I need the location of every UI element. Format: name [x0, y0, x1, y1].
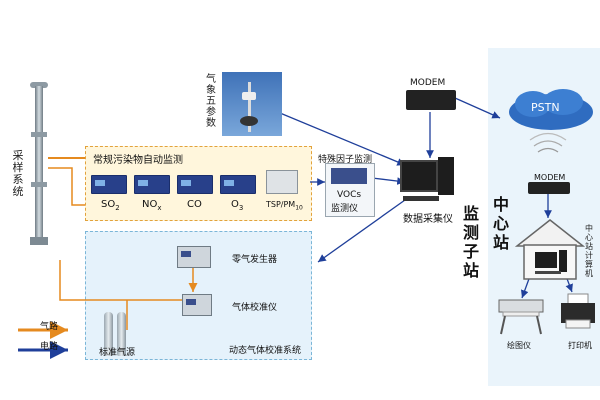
gas-cylinder-2: [117, 312, 126, 356]
tsp-analyzer: [266, 170, 298, 194]
monitor-substation-label: 监测子站: [462, 204, 479, 280]
elec-vocs: [371, 177, 406, 185]
pstn-cloud-icon: [509, 89, 593, 130]
elec-modem-pstn: [454, 97, 501, 119]
elec-weather: [279, 112, 406, 166]
pollutant-label-so2: SO2: [101, 199, 120, 212]
dynamic-system-label: 动态气体校准系统: [229, 346, 302, 356]
sampling-system-label: 采样系统: [12, 149, 24, 198]
center-station-house-icon: [515, 219, 585, 280]
data-collector-monitor: [400, 160, 438, 192]
gas-calibrator: [182, 294, 212, 316]
modem-right-device: [528, 182, 570, 194]
nox-analyzer: [134, 175, 170, 194]
zero-gas-generator: [177, 246, 211, 268]
data-collector-tower: [438, 157, 454, 195]
co-analyzer: [177, 175, 213, 194]
zero-gas-label: 零气发生器: [232, 255, 278, 265]
special-factor-title: 特殊因子监测: [318, 155, 373, 165]
pollutant-label-tsp: TSP/PM10: [266, 200, 303, 212]
legend-gas-label: 气路: [40, 322, 59, 332]
modem-left-label: MODEM: [410, 78, 446, 88]
legend-elec-label: 电路: [40, 342, 59, 352]
pollutant-label-nox: NOx: [142, 199, 162, 212]
vocs-instrument: [331, 168, 367, 184]
gas-calibrator-label: 气体校准仪: [232, 303, 278, 313]
pollutant-label-o3: O3: [231, 199, 244, 212]
pollutant-label-co: CO: [187, 199, 202, 210]
sampling-pipe: [30, 82, 48, 247]
vocs-label-line2: 监测仪: [331, 204, 359, 214]
regular-monitor-title: 常规污染物自动监测: [93, 155, 183, 166]
data-collector-keyboard: [403, 196, 439, 201]
standard-gas-label: 标准气源: [99, 348, 136, 358]
gas-line-mid: [48, 167, 85, 206]
center-station-label: 中心站: [492, 195, 509, 252]
vocs-label-line1: VOCs: [337, 190, 362, 200]
weather-station-image: [222, 72, 282, 136]
weather-params-label: 气象五参数: [206, 74, 216, 129]
printer-label: 打印机: [568, 341, 592, 350]
center-computer-label: 中心站计算机: [585, 224, 593, 278]
modem-left-device: [406, 90, 456, 110]
modem-right-label: MODEM: [534, 173, 566, 182]
printer-icon: [561, 293, 595, 329]
elec-calib: [317, 199, 406, 263]
gas-line-low: [59, 260, 190, 301]
data-collector-label: 数据采集仪: [403, 214, 453, 225]
plotter-label: 绘图仪: [507, 341, 531, 350]
gas-cylinder-1: [104, 312, 113, 356]
so2-analyzer: [91, 175, 127, 194]
pstn-label: PSTN: [531, 101, 560, 114]
plotter-icon: [498, 299, 544, 335]
o3-analyzer: [220, 175, 256, 194]
